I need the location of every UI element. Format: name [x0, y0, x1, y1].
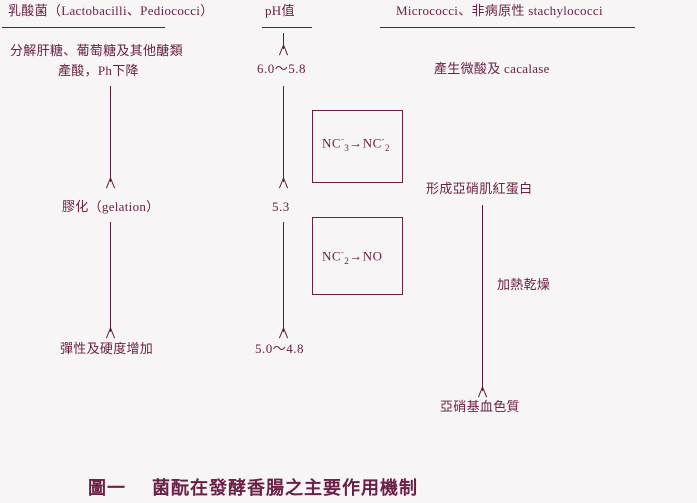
figure-caption-text: 菌酛在發酵香腸之主要作用機制: [152, 478, 418, 498]
right-arrow-head: [477, 387, 488, 398]
left-step-3: 膠化（gelation）: [62, 199, 160, 214]
column-header-ph-value: pH值: [265, 3, 295, 18]
formula-1-left: NC: [322, 135, 342, 151]
header-rule-left: [2, 27, 165, 28]
formula-2-left: NC: [322, 248, 342, 264]
right-step-1: 產生微酸及 cacalase: [434, 61, 550, 76]
left-arrow-shaft-1: [110, 86, 111, 182]
figure-caption-label: 圖一: [88, 478, 126, 498]
reaction-formula-nitrite-to-nitric-oxide: NC-2→NO: [322, 248, 383, 266]
left-arrow-head-1: [105, 178, 116, 189]
ph-arrow-head-0: [278, 45, 289, 56]
formula-2-left-sup: -: [341, 248, 345, 257]
reaction-box-nitrate-to-nitrite: [312, 110, 403, 183]
formula-1-right-sup: -: [381, 135, 385, 144]
ph-step-2: 5.3: [272, 199, 290, 214]
formula-1-right: NC: [362, 135, 382, 151]
left-arrow-head-2: [105, 328, 116, 339]
formula-2-right: NO: [362, 248, 383, 264]
header-rule-middle: [262, 27, 312, 28]
ph-arrow-head-1: [278, 178, 289, 189]
reaction-formula-nitrate-to-nitrite: NC-3→NC-2: [322, 135, 390, 153]
formula-1-right-sub: 2: [384, 142, 390, 153]
formula-2-arrow: →: [349, 248, 363, 264]
right-arrow-shaft: [482, 205, 483, 391]
left-step-1: 分解肝糖、葡萄糖及其他醣類: [10, 43, 183, 58]
formula-2-left-sub: 2: [344, 255, 350, 266]
left-step-2: 產酸，Ph下降: [58, 63, 139, 78]
formula-1-left-sup: -: [341, 135, 345, 144]
header-rule-right: [380, 27, 635, 28]
ph-arrow-head-2: [278, 328, 289, 339]
ph-arrow-shaft-2: [283, 222, 284, 332]
ph-arrow-shaft-0: [283, 33, 284, 49]
formula-1-arrow: →: [349, 135, 363, 151]
reaction-box-nitrite-to-nitric-oxide: [312, 217, 403, 295]
left-arrow-shaft-2: [110, 222, 111, 332]
ph-step-3: 5.0～4.8: [255, 341, 305, 356]
ph-step-1: 6.0～5.8: [257, 61, 307, 76]
right-step-4: 亞硝基血色質: [440, 399, 520, 414]
column-header-lactic-acid-bacteria: 乳酸菌（Lactobacilli、Pediococci）: [8, 3, 214, 18]
right-step-2: 形成亞硝肌紅蛋白: [426, 181, 533, 196]
column-header-micrococci: Micrococci、非病原性 stachylococci: [396, 3, 603, 18]
figure-caption: 圖一 菌酛在發酵香腸之主要作用機制: [88, 474, 418, 500]
formula-1-left-sub: 3: [344, 142, 350, 153]
ph-arrow-shaft-1: [283, 86, 284, 182]
right-step-3-annotation: 加熱乾燥: [497, 277, 551, 292]
left-step-4: 彈性及硬度增加: [60, 341, 154, 356]
